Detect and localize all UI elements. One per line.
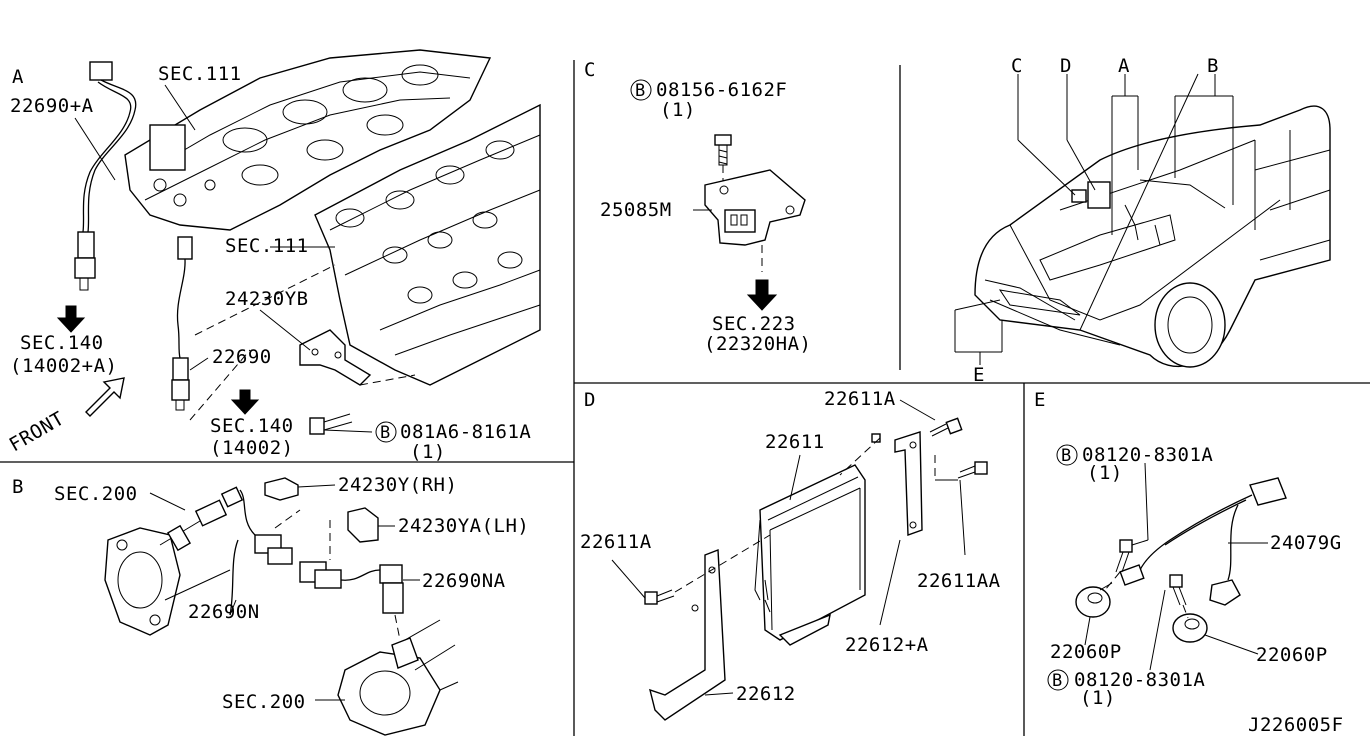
sensor-25085m-drawing — [704, 169, 806, 246]
bracket-24230ya-drawing — [347, 507, 395, 543]
bolts-22611a-drawing — [644, 417, 988, 605]
car-overview: C D A B E — [954, 55, 1331, 386]
callout-e: E — [973, 364, 985, 386]
bracket-22612a-drawing — [894, 431, 923, 536]
bolt-b-symbol-icon — [375, 421, 397, 443]
ecm-22611-drawing — [754, 464, 866, 646]
callout-c: C — [1011, 55, 1023, 77]
section-b: SEC.200 24230Y(RH) 24230YA(LH) 22690NA 2… — [54, 474, 529, 736]
harness-24079g-drawing — [1119, 477, 1287, 606]
sensor-22690n-drawing — [194, 486, 293, 616]
label-22060p-right: 22060P — [1256, 644, 1328, 666]
label-sec140a-1: SEC.140 — [20, 332, 104, 354]
label-sec140-1: SEC.140 — [210, 415, 294, 437]
label-22690: 22690 — [212, 346, 272, 368]
bolt-b-symbol: B — [380, 423, 390, 443]
label-22611a-left: 22611A — [580, 531, 652, 553]
label-sec223-1: SEC.223 — [712, 313, 796, 335]
label-bolt-08156-qty: (1) — [660, 99, 696, 121]
label-22690a: 22690+A — [10, 95, 94, 117]
section-d-letter: D — [584, 389, 596, 411]
label-bolt-08120-bot-qty: (1) — [1080, 687, 1116, 709]
label-24230ya-lh: 24230YA(LH) — [398, 515, 529, 537]
label-sec200-top: SEC.200 — [54, 483, 138, 505]
section-b-letter: B — [12, 476, 24, 498]
label-22611: 22611 — [765, 431, 825, 453]
label-sec111-top: SEC.111 — [158, 63, 242, 85]
label-24230y-rh: 24230Y(RH) — [338, 474, 457, 496]
bolt-08156-drawing — [714, 134, 732, 185]
label-bolt-08120-bot: 08120-8301A — [1074, 669, 1205, 691]
bolt-b-symbol-icon — [1047, 669, 1069, 691]
callout-d: D — [1060, 55, 1072, 77]
label-bolt-08120-top: 08120-8301A — [1082, 444, 1213, 466]
label-sec111-mid: SEC.111 — [225, 235, 309, 257]
section-c-letter: C — [584, 59, 596, 81]
label-sec140a-2: (14002+A) — [10, 355, 117, 377]
label-22612: 22612 — [736, 683, 796, 705]
label-22611a-top: 22611A — [824, 388, 896, 410]
label-24230yb: 24230YB — [225, 288, 309, 310]
arrow-down-icon — [56, 305, 86, 333]
cylinder-head-drawing — [314, 103, 541, 386]
bolt-b-symbol: B — [1061, 446, 1071, 466]
exhaust-flange-right-drawing — [337, 619, 459, 736]
callout-b: B — [1207, 55, 1219, 77]
bracket-22612-drawing — [649, 549, 726, 721]
sensor-22690-drawing — [171, 236, 193, 411]
label-24079g: 24079G — [1270, 532, 1342, 554]
bolt-b-symbol-icon — [1056, 444, 1078, 466]
sensor-22690a-drawing — [74, 61, 137, 291]
section-e-letter: E — [1034, 389, 1046, 411]
section-a: B SEC.111 22690+A SEC.111 24230YB SEC.14… — [6, 49, 541, 463]
label-front: FRONT — [6, 407, 69, 456]
bracket-24230yb-drawing — [299, 329, 372, 386]
panel-dividers — [0, 60, 1370, 736]
label-22060p-left: 22060P — [1050, 641, 1122, 663]
label-bolt-08156: 08156-6162F — [656, 79, 787, 101]
label-25085m: 25085M — [600, 199, 672, 221]
bolt-b-symbol-icon — [630, 79, 652, 101]
section-c: B 08156-6162F (1) 25085M SEC.223 (22320H… — [600, 79, 811, 355]
section-a-letter: A — [12, 66, 24, 88]
exhaust-flange-left-drawing — [104, 511, 231, 636]
bolt-b-symbol: B — [1052, 671, 1062, 691]
diagram-code: J226005F — [1248, 714, 1344, 736]
sensor-22690na-drawing — [299, 561, 420, 614]
label-bolt-081a6-qty: (1) — [410, 441, 446, 463]
front-arrow-icon — [85, 377, 125, 417]
bolts-08120-drawing — [1115, 539, 1187, 606]
label-22612a: 22612+A — [845, 634, 929, 656]
intake-manifold-drawing — [124, 49, 492, 231]
bolt-081a6-drawing — [309, 413, 373, 435]
section-d: 22611A 22611 22611A 22611AA 22612+A 2261… — [580, 388, 1001, 721]
label-bolt-081a6: 081A6-8161A — [400, 421, 531, 443]
knock-sensor-right-drawing — [1172, 613, 1208, 643]
label-sec223-2: (22320HA) — [704, 333, 811, 355]
label-bolt-08120-top-qty: (1) — [1087, 462, 1123, 484]
callout-a: A — [1118, 55, 1130, 77]
section-e: B B — [1047, 444, 1342, 709]
label-22690na: 22690NA — [422, 570, 506, 592]
bracket-24230y-drawing — [264, 477, 336, 501]
arrow-down-icon — [230, 389, 260, 415]
label-sec140-2: (14002) — [210, 437, 294, 459]
label-22611aa: 22611AA — [917, 570, 1001, 592]
bolt-b-symbol: B — [635, 81, 645, 101]
label-22690n: 22690N — [188, 601, 260, 623]
arrow-down-icon — [746, 279, 778, 311]
label-sec200-bot: SEC.200 — [222, 691, 306, 713]
